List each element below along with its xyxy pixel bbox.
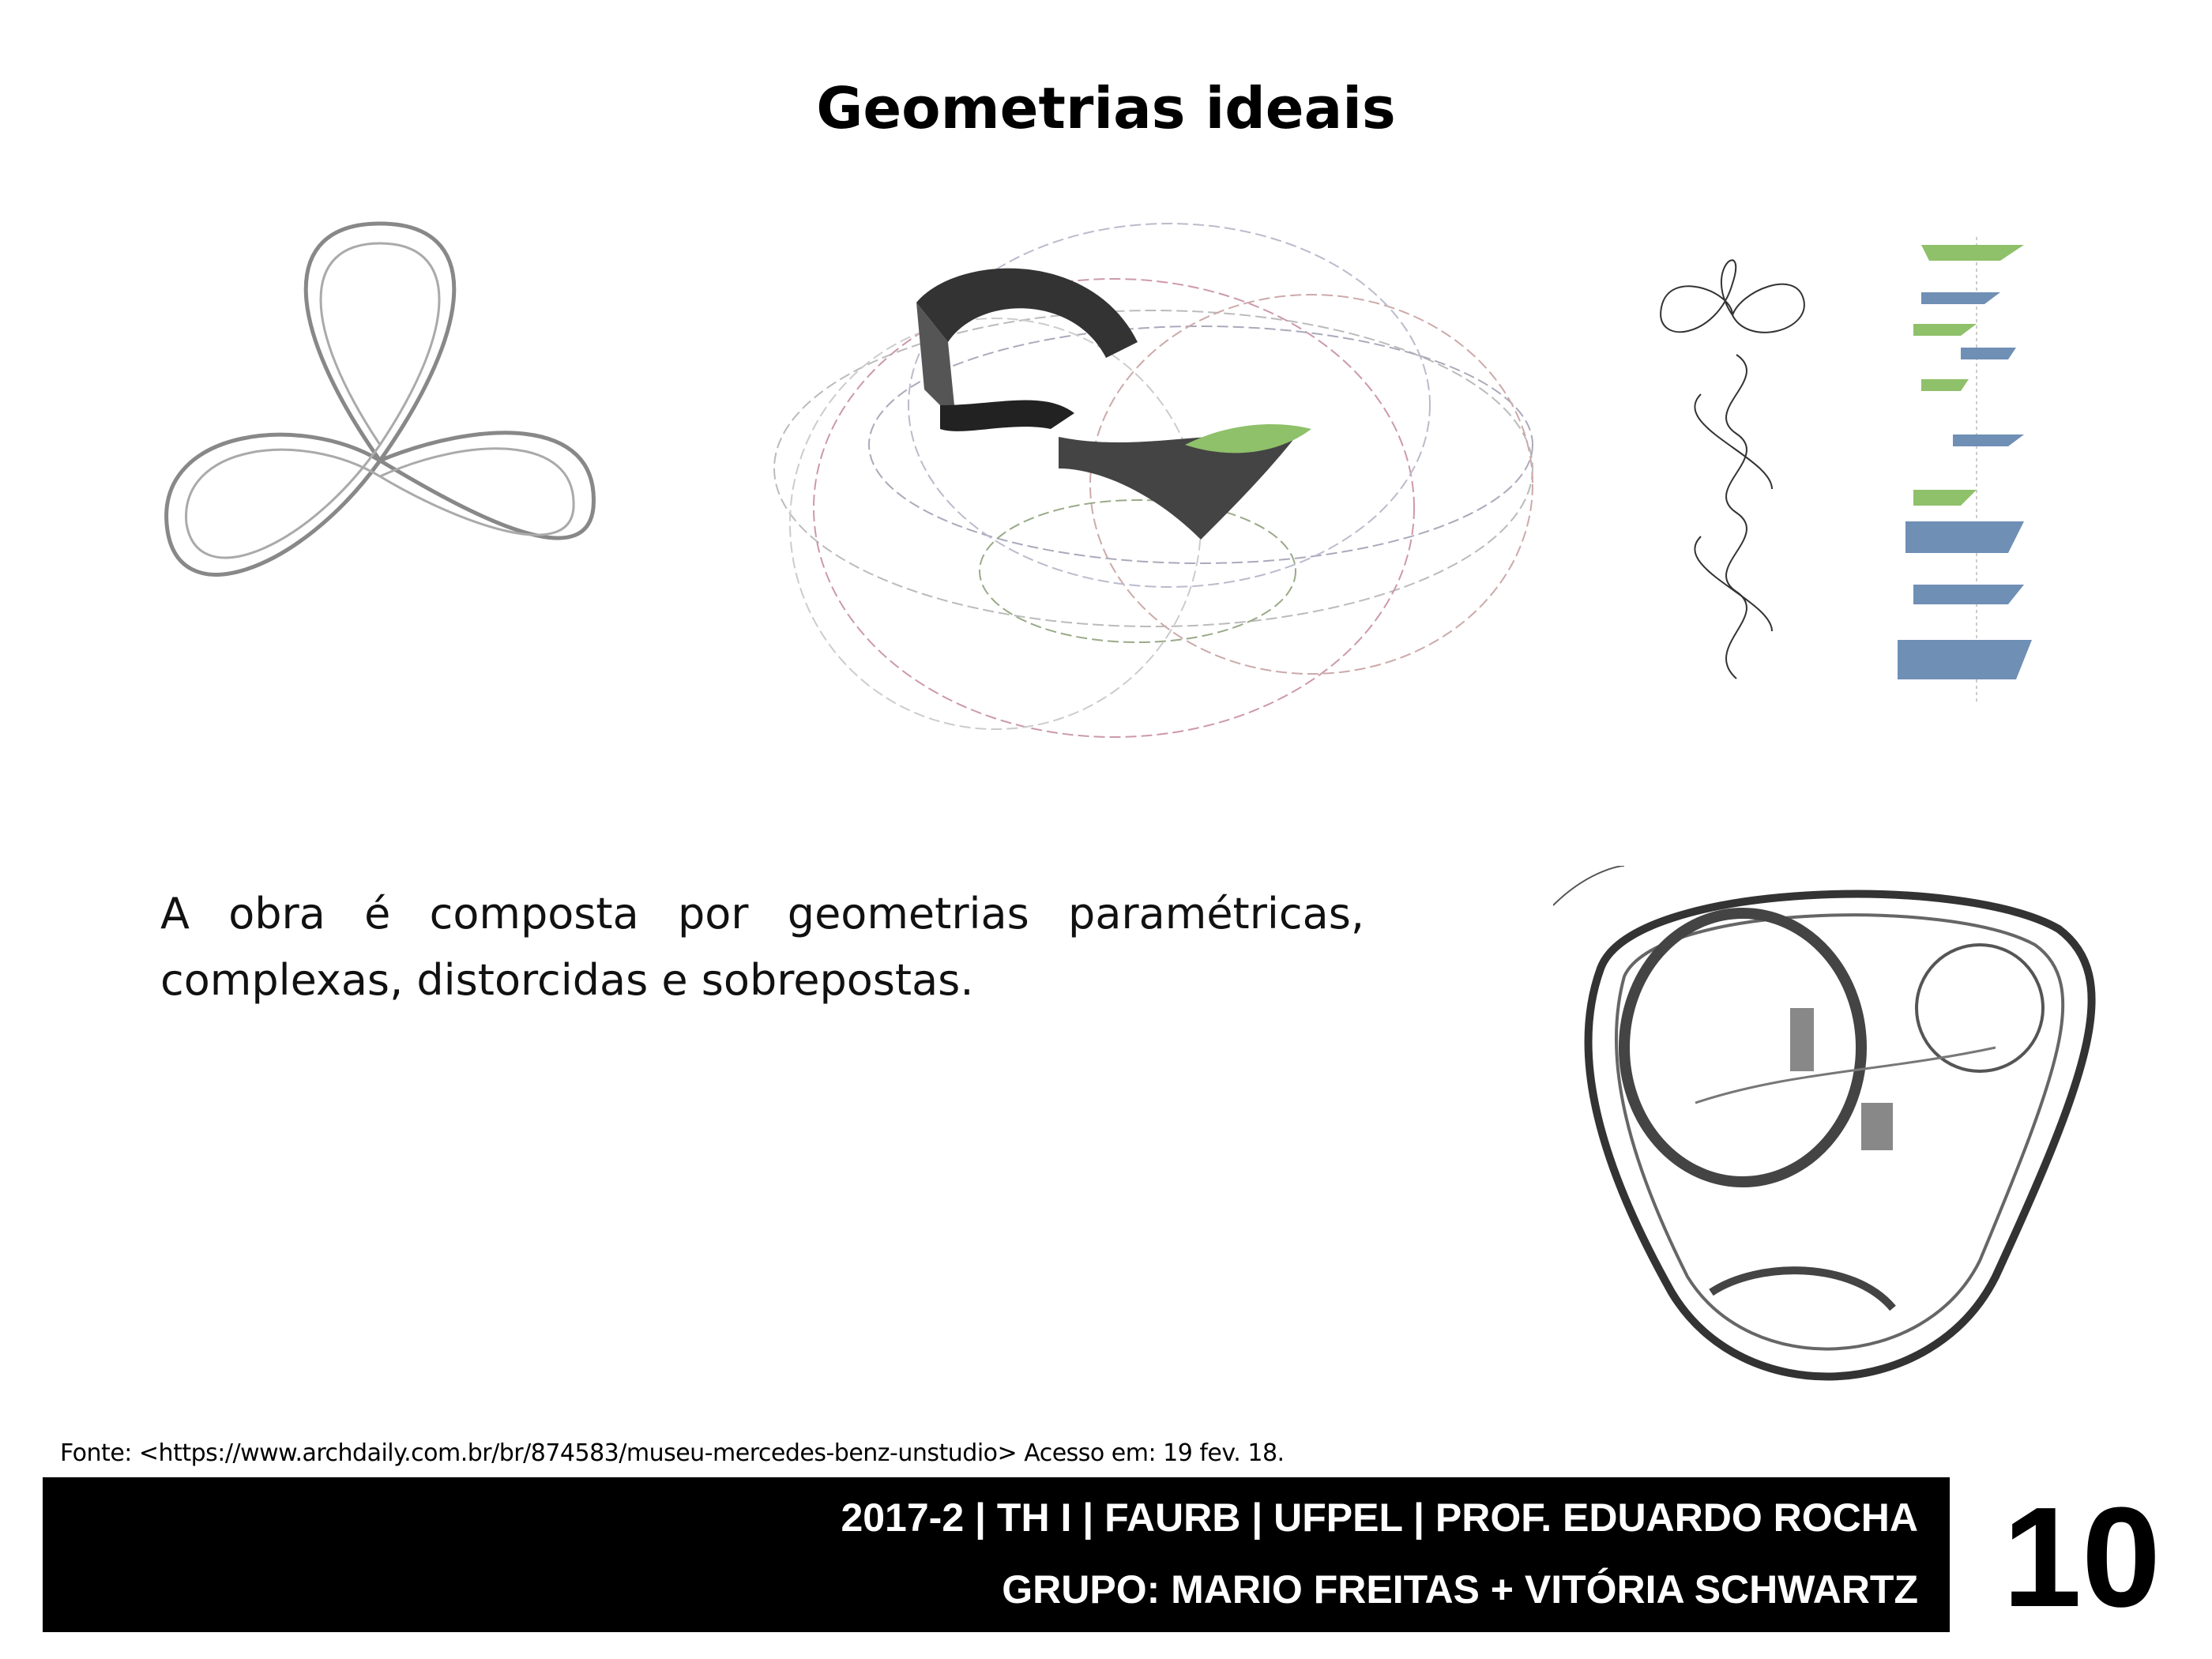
footer-bar: 2017-2 | TH I | FAURB | UFPEL | PROF. ED…	[43, 1477, 1950, 1632]
source-citation: Fonte: <https://www.archdaily.com.br/br/…	[60, 1439, 1285, 1467]
trefoil-curve-image	[164, 221, 596, 577]
description-paragraph: A obra é composta por geometrias paramét…	[160, 889, 1364, 1005]
ramp-sequence-image	[1660, 259, 1805, 679]
page-number: 10	[2002, 1478, 2161, 1637]
level-stack-image	[1898, 237, 2032, 703]
slide-title: Geometrias ideais	[816, 75, 1396, 141]
parametric-overlay-image	[773, 223, 1533, 738]
floor-plan-image	[1553, 866, 2096, 1381]
footer-course-info: 2017-2 | TH I | FAURB | UFPEL | PROF. ED…	[841, 1495, 1918, 1540]
footer-group-info: GRUPO: MARIO FREITAS + VITÓRIA SCHWARTZ	[1002, 1567, 1918, 1612]
